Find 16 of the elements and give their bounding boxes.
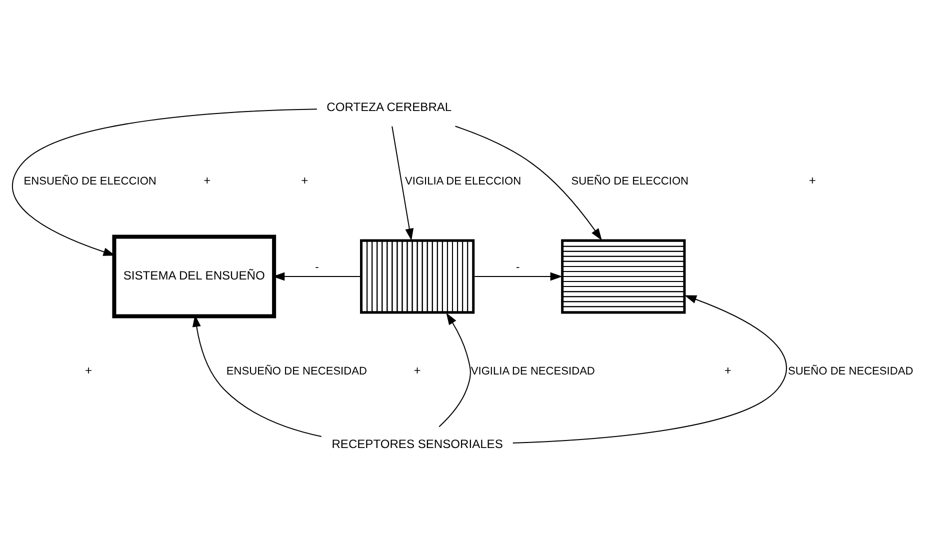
edge-label: - <box>516 260 520 273</box>
label: + <box>204 173 211 188</box>
node-text: RECEPTORES SENSORIALES <box>332 436 503 450</box>
edge-label: ENSUEÑO DE ELECCION <box>24 174 156 187</box>
label: + <box>808 173 816 188</box>
label: + <box>301 173 308 188</box>
edge-label: SUEÑO DE ELECCION <box>571 174 689 187</box>
edge-label: ENSUEÑO DE NECESIDAD <box>226 364 367 377</box>
node-text: CORTEZA CEREBRAL <box>326 100 452 114</box>
edge-label: SUEÑO DE NECESIDAD <box>788 364 914 377</box>
edge-label: VIGILIA DE NECESIDAD <box>470 364 595 377</box>
label: + <box>85 363 92 378</box>
label: + <box>724 363 732 378</box>
edge-label: VIGILIA DE ELECCION <box>405 174 522 187</box>
label: + <box>414 363 421 378</box>
edge-label: - <box>315 260 319 273</box>
